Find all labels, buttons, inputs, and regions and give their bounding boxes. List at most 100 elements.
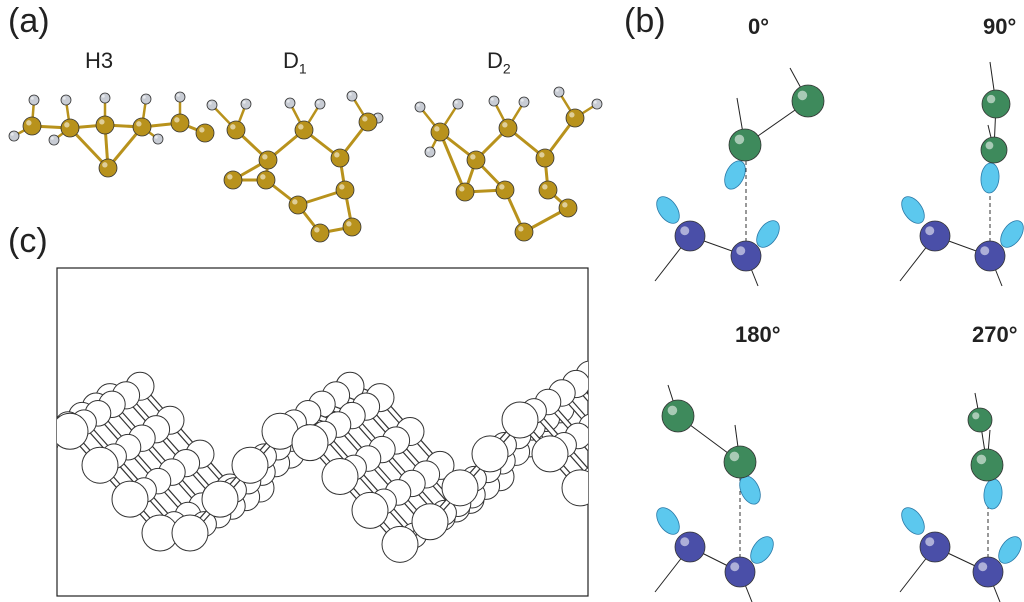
silicon-atom-highlight bbox=[470, 154, 476, 160]
lattice-bond bbox=[590, 375, 620, 409]
lattice-bond bbox=[680, 477, 710, 500]
lattice-atom bbox=[57, 412, 89, 450]
silicon-atom-highlight bbox=[334, 152, 340, 158]
silicon-atom-highlight bbox=[346, 221, 352, 227]
silicon-atom bbox=[22, 116, 42, 136]
silicon-atom bbox=[256, 170, 276, 190]
green-atom-highlight bbox=[797, 90, 808, 101]
lattice-bond bbox=[620, 409, 650, 443]
lattice-bond bbox=[666, 486, 696, 509]
bond bbox=[438, 131, 467, 193]
silicon-atom bbox=[98, 158, 118, 178]
hydrogen-atom bbox=[284, 97, 296, 109]
silicon-atom-highlight bbox=[539, 152, 545, 158]
lattice-atom bbox=[561, 469, 588, 507]
silicon-atom-highlight bbox=[362, 116, 368, 122]
hydrogen-atom bbox=[424, 146, 436, 158]
blue-atom-highlight bbox=[730, 562, 740, 572]
p-orbital-lobe bbox=[750, 536, 774, 564]
silicon-atom-highlight bbox=[230, 124, 236, 130]
silicon-atom bbox=[498, 118, 518, 138]
hydrogen-atom bbox=[174, 91, 186, 103]
lattice-bond bbox=[594, 479, 624, 513]
hydrogen-atom-highlight bbox=[10, 132, 14, 136]
silicon-atom bbox=[60, 118, 80, 138]
p-orbital-lobe bbox=[1000, 220, 1024, 248]
silicon-atom bbox=[358, 112, 378, 132]
hydrogen-atom bbox=[452, 98, 464, 110]
lattice-atom bbox=[622, 438, 649, 465]
lattice-atom bbox=[531, 435, 569, 473]
orientation-90 bbox=[899, 61, 1024, 287]
lattice-bond bbox=[620, 409, 650, 443]
green-atom bbox=[661, 399, 695, 433]
silicon-atom bbox=[132, 117, 152, 137]
green-atom bbox=[970, 448, 1004, 482]
lattice-atom bbox=[592, 504, 628, 540]
lattice-atom bbox=[351, 491, 389, 529]
panel-c-label: (c) bbox=[8, 222, 48, 260]
lattice-bond bbox=[610, 522, 640, 545]
lattice-atom bbox=[666, 463, 694, 491]
silicon-atom-highlight bbox=[569, 112, 575, 118]
silicon-atom-highlight bbox=[502, 122, 508, 128]
blue-atom bbox=[730, 240, 762, 272]
silicon-atom-highlight bbox=[434, 126, 440, 132]
hydrogen-atom-highlight bbox=[101, 94, 105, 98]
lattice-bond bbox=[606, 418, 636, 452]
hydrogen-atom-highlight bbox=[593, 100, 597, 104]
silicon-atom bbox=[288, 195, 308, 215]
p-orbital-lobe bbox=[901, 507, 925, 535]
hydrogen-atom bbox=[518, 96, 530, 108]
lattice-bond bbox=[622, 461, 652, 495]
silicon-atom-highlight bbox=[459, 186, 465, 192]
lattice-atom bbox=[57, 435, 59, 450]
green-atom-highlight bbox=[734, 134, 745, 145]
p-orbital-lobe bbox=[998, 536, 1022, 564]
silicon-atom-highlight bbox=[499, 184, 505, 190]
p-orbital-lobe bbox=[756, 220, 780, 248]
silicon-atom-highlight bbox=[562, 202, 568, 208]
green-atom bbox=[980, 136, 1008, 164]
silicon-atom bbox=[430, 122, 450, 142]
lattice-atom bbox=[381, 525, 419, 563]
silicon-atom bbox=[170, 113, 190, 133]
silicon-atom-highlight bbox=[136, 121, 142, 127]
orientation-180 bbox=[654, 384, 774, 602]
blue-atom-highlight bbox=[680, 226, 690, 236]
label-d2: D2 bbox=[487, 48, 511, 77]
silicon-atom bbox=[258, 150, 278, 170]
p-orbital-lobe bbox=[656, 196, 680, 224]
lattice-atom bbox=[441, 469, 479, 507]
silicon-atom-highlight bbox=[26, 120, 32, 126]
silicon-atom-highlight bbox=[339, 184, 345, 190]
lattice-atom bbox=[171, 514, 209, 552]
lattice-bond bbox=[608, 470, 638, 504]
lattice-bond bbox=[636, 452, 666, 486]
blue-atom-highlight bbox=[736, 246, 746, 256]
silicon-atom bbox=[495, 180, 515, 200]
silicon-atom-highlight bbox=[518, 226, 524, 232]
blue-atom bbox=[674, 220, 706, 252]
hydrogen-atom-highlight bbox=[176, 93, 180, 97]
lattice-bond bbox=[666, 486, 696, 509]
green-atom bbox=[728, 128, 762, 162]
lattice-bond bbox=[606, 418, 636, 452]
silicon-atom bbox=[95, 115, 115, 135]
green-atom bbox=[981, 89, 1011, 119]
green-atom-highlight bbox=[976, 454, 987, 465]
hydrogen-atom-highlight bbox=[416, 103, 420, 107]
lattice-atom bbox=[231, 446, 269, 484]
silicon-atom bbox=[538, 180, 558, 200]
lattice-bond bbox=[624, 513, 654, 536]
hydrogen-atom bbox=[152, 133, 164, 145]
blue-atom bbox=[972, 556, 1004, 588]
lattice-bond bbox=[610, 522, 640, 545]
lattice-bond bbox=[594, 479, 624, 513]
lattice-atom bbox=[592, 404, 619, 431]
p-orbital-lobe bbox=[980, 162, 1000, 194]
p-orbital-lobe bbox=[901, 196, 925, 224]
hydrogen-atom-highlight bbox=[30, 96, 34, 100]
hydrogen-atom bbox=[414, 101, 426, 113]
structure-h3 bbox=[8, 91, 215, 178]
